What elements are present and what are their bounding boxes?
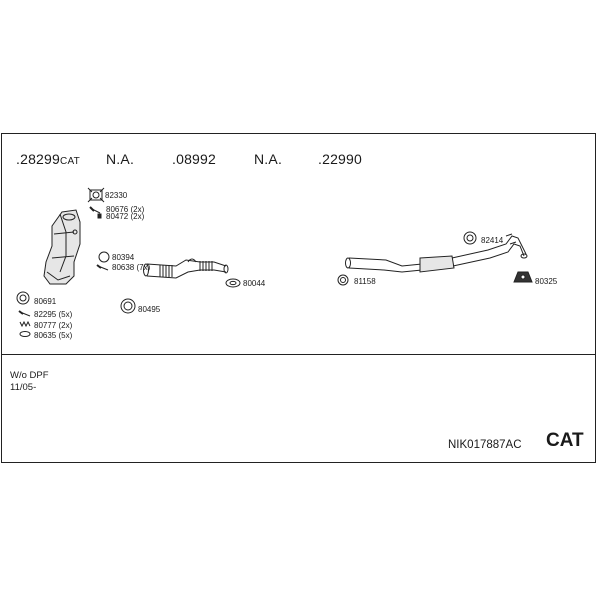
kit-number: NIK017887AC — [448, 439, 522, 451]
ref-center-pipe: .08992 — [172, 151, 217, 167]
notes-divider — [1, 354, 596, 355]
ring-80495-icon — [120, 298, 136, 314]
rubber-mount-80325-icon — [513, 271, 533, 283]
label-80325: 80325 — [535, 277, 558, 286]
label-80638: 80638 (7x) — [112, 263, 151, 272]
bolt-80676-icon — [89, 206, 101, 214]
gasket-82330-icon — [87, 187, 105, 203]
label-80394: 80394 — [112, 253, 135, 262]
rear-silencer-pipe-icon — [345, 233, 528, 273]
label-80495: 80495 — [138, 305, 161, 314]
label-82414: 82414 — [481, 236, 504, 245]
label-80691: 80691 — [34, 297, 57, 306]
ring-81158-icon — [337, 274, 349, 286]
note-without-dpf: W/o DPF — [10, 370, 49, 381]
ring-80691-icon — [16, 291, 30, 305]
label-80777: 80777 (2x) — [34, 321, 73, 330]
label-80676: 80676 (2x) — [106, 205, 145, 214]
nut-80472-icon — [97, 213, 102, 219]
label-82330: 82330 — [105, 191, 128, 200]
label-82295: 82295 (5x) — [34, 310, 73, 319]
label-80472: 80472 (2x) — [106, 212, 145, 221]
cat-badge: CAT — [546, 430, 584, 451]
ref-rear-silencer: .22990 — [318, 151, 363, 167]
ring-82414-icon — [463, 231, 477, 245]
spring-80777-icon — [19, 320, 31, 328]
diagram-frame — [1, 133, 596, 463]
gasket-80044-icon — [225, 278, 241, 288]
front-pipe-icon — [143, 258, 229, 279]
ref-front-pipe: N.A. — [106, 151, 135, 167]
label-81158: 81158 — [354, 277, 376, 286]
nut-80635-icon — [19, 331, 31, 337]
ref-middle-silencer: N.A. — [254, 151, 283, 167]
ref-catalyst: .28299CAT — [16, 151, 80, 167]
note-date-from: 11/05- — [10, 382, 37, 393]
label-80635: 80635 (5x) — [34, 331, 73, 340]
label-80044: 80044 — [243, 279, 266, 288]
bolt-80638-icon — [96, 264, 109, 271]
ring-80394-icon — [98, 251, 110, 263]
bolt-82295-icon — [18, 310, 31, 317]
catalytic-converter-icon — [43, 209, 81, 285]
